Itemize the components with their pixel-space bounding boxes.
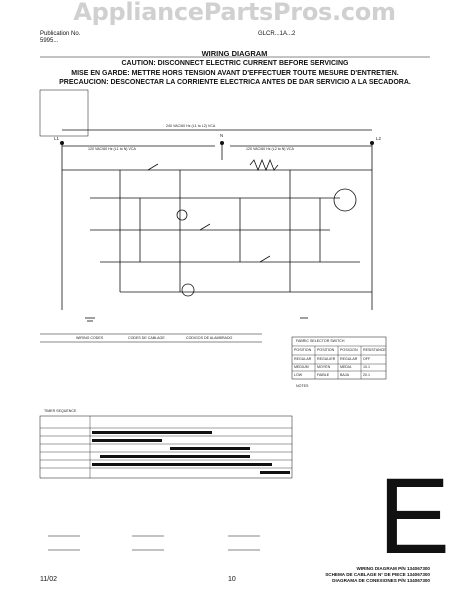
resistance-cell: MEDIUM <box>294 365 309 369</box>
resistance-cell: BAJA <box>340 373 349 377</box>
publication-label: Publication No. <box>40 31 81 37</box>
voltage-top-label: 240 VAC/60 Hz (L1 to L2) VCA <box>166 124 216 128</box>
footer-page-number: 10 <box>228 576 236 583</box>
resistance-header-3: RESISTANCE <box>363 348 386 352</box>
resistance-cell: OFF <box>363 357 371 361</box>
wiring-diagram-pn-es: DIAGRAMA DE CONEXIONES P/N 134067300 <box>332 577 430 583</box>
resistance-cell: MEDIA <box>340 365 352 369</box>
voltage-left-label: 120 VAC/60 Hz (L1 to N) VCA <box>88 147 136 151</box>
wiring-diagram-pn-fr: SCHEMA DE CABLAGE N° DE PIECE 134067300 <box>325 571 430 577</box>
resistance-cell: FAIBLE <box>317 373 330 377</box>
resistance-cell: REGULIER <box>317 357 336 361</box>
resistance-table-title: FABRIC SELECTOR SWITCH <box>296 339 345 343</box>
resistance-header-0: POSITION <box>294 348 312 352</box>
neutral-label: N <box>220 133 224 138</box>
legend-header-en: WIRING CODES <box>76 336 104 340</box>
caution-block: CAUTION: DISCONNECT ELECTRIC CURRENT BEF… <box>40 59 430 88</box>
resistance-cell: MOYEN <box>317 365 331 369</box>
page-title: WIRING DIAGRAM <box>201 49 268 58</box>
l2-label: L2 <box>376 136 381 141</box>
model-number: GLCR...1A...2 <box>258 31 296 37</box>
voltage-right-label: 120 VAC/60 Hz (L2 to N) VCA <box>246 147 294 151</box>
timer-sequence-heading: TIMER SEQUENCE <box>44 409 77 413</box>
resistance-cell: LOW <box>294 373 303 377</box>
caution-english: CAUTION: DISCONNECT ELECTRIC CURRENT BEF… <box>121 60 349 67</box>
resistance-header-1: POSITION <box>317 348 335 352</box>
l1-label: L1 <box>54 136 59 141</box>
publication-header: Publication No. 5995... <box>40 31 80 45</box>
resistance-cell: REGULAR <box>294 357 312 361</box>
revision-letter: E <box>378 455 451 576</box>
wiring-diagram-pn: WIRING DIAGRAM P/N 134067300 SCHEMA DE C… <box>300 566 430 583</box>
resistance-cell: 10.1 <box>363 365 370 369</box>
notes-heading: NOTES <box>296 384 309 388</box>
footer-date: 11/02 <box>40 576 57 583</box>
resistance-cell: REGULAR <box>340 357 358 361</box>
wiring-diagram-pn-en: WIRING DIAGRAM P/N 134067300 <box>356 566 430 571</box>
legend-header-es: CODIGOS DE ALAMBRADO <box>186 336 233 340</box>
resistance-cell: 20.1 <box>363 373 370 377</box>
legend-header-fr: CODES DE CABLAGE <box>128 336 165 340</box>
caution-french: MISE EN GARDE: METTRE HORS TENSION AVANT… <box>71 69 399 77</box>
caution-spanish: PRECAUCION: DESCONECTAR LA CORRIENTE ELE… <box>59 79 411 86</box>
resistance-header-2: POSICION <box>340 348 358 352</box>
publication-number: 5995... <box>40 38 59 44</box>
